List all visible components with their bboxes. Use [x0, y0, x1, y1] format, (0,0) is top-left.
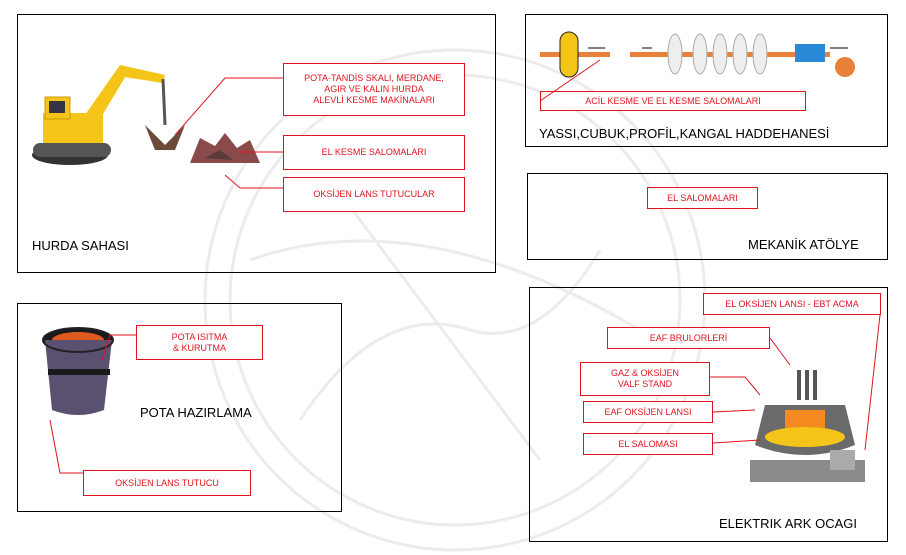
label-oksijen-lans-tutucular: OKSİJEN LANS TUTUCULAR — [283, 177, 465, 212]
panel-pota-hazirlama — [17, 303, 342, 512]
arc-furnace-icon — [750, 370, 865, 482]
label-oksijen-lans-tutucu: OKSİJEN LANS TUTUCU — [83, 470, 251, 496]
panel-title-pota: POTA HAZIRLAMA — [140, 405, 252, 420]
label-pota-tandis-kesme-makinalari: POTA-TANDİS SKALI, MERDANE, AGIR VE KALI… — [283, 63, 465, 116]
panel-title-hurda: HURDA SAHASI — [32, 238, 129, 253]
label-eaf-oksijen-lansi: EAF OKSİJEN LANSI — [583, 401, 713, 423]
panel-elektrik-ark-ocagi — [529, 287, 888, 542]
label-eaf-brulorleri: EAF BRULORLERİ — [607, 327, 770, 349]
scrap-pile-icon — [190, 133, 260, 163]
label-el-oksijen-lansi-ebt-acma: EL OKSİJEN LANSI - EBT ACMA — [703, 293, 881, 315]
label-pota-isitma-kurutma: POTA ISITMA & KURUTMA — [136, 325, 263, 360]
label-acil-kesme-el-kesme-salomalari: ACİL KESME VE EL KESME SALOMALARI — [540, 91, 806, 111]
panel-title-eaf: ELEKTRIK ARK OCAGI — [719, 516, 857, 531]
panel-hurda-sahasi — [17, 14, 496, 273]
ladle-icon — [42, 327, 114, 415]
rolling-mill-icon — [540, 31, 855, 78]
label-el-salomalari: EL SALOMALARI — [647, 187, 758, 209]
label-el-kesme-salomalari: EL KESME SALOMALARI — [283, 135, 465, 170]
panel-mekanik-atolye — [527, 173, 888, 260]
label-gaz-oksijen-valf-stand: GAZ & OKSİJEN VALF STAND — [580, 362, 710, 396]
panel-yassi-haddehanesi — [525, 14, 888, 147]
panel-title-yassi: YASSI,CUBUK,PROFİL,KANGAL HADDEHANESİ — [539, 126, 830, 141]
panel-title-mekanik: MEKANİK ATÖLYE — [748, 237, 859, 252]
excavator-icon — [32, 65, 185, 165]
label-el-salomasi: EL SALOMASI — [583, 433, 713, 455]
